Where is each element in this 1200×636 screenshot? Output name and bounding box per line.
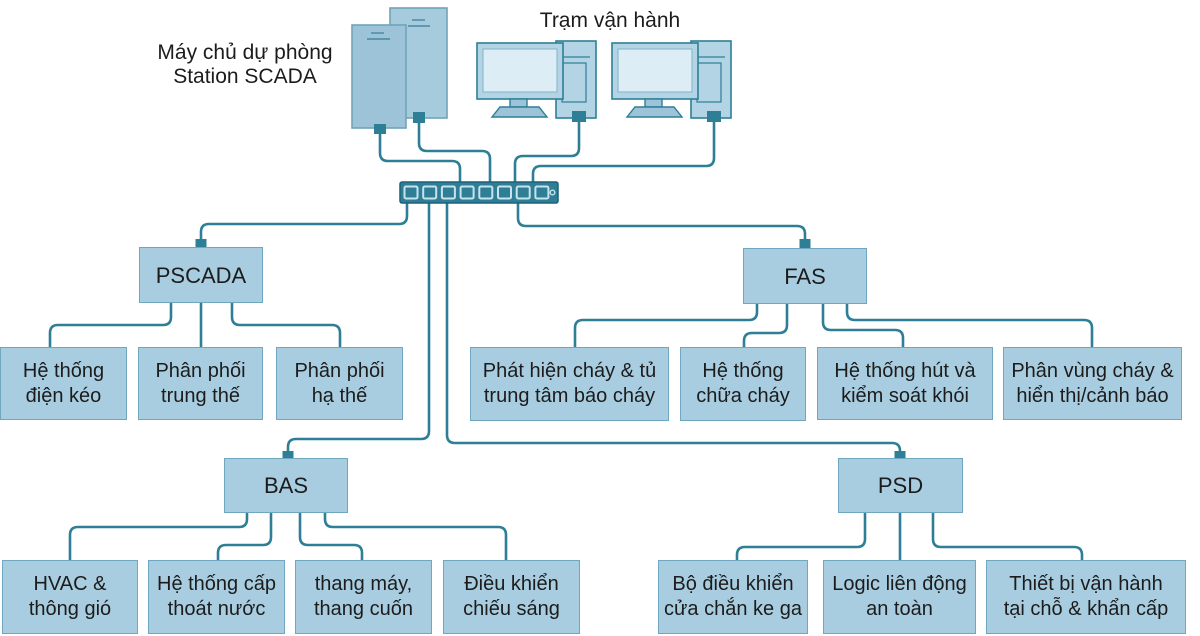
network-switch-icon [399,181,559,204]
wire-bas-child-3 [323,513,508,560]
node-psd: PSD [838,458,963,513]
psd-top-port [894,451,906,460]
workstation1-port [572,111,586,122]
node-fas-child-0: Phát hiện cháy & tủ trung tâm báo cháy [470,347,669,421]
server-front-port [374,124,386,134]
wire-fas-child-1 [742,304,789,347]
wire-bas-child-2 [298,513,364,560]
node-bas-child-3: Điều khiển chiếu sáng [443,560,580,634]
operator-station-label: Trạm vận hành [539,9,681,32]
node-fas-child-2: Hệ thống hút và kiểm soát khói [817,347,993,420]
fas-top-port [799,239,811,248]
wire-bas-child-0 [68,513,249,560]
node-bas: BAS [224,458,348,513]
wires-psd-children [735,513,1084,560]
bas-top-port [282,451,294,460]
pscada-top-port [195,239,207,248]
wire-pscada-child-2 [230,303,342,347]
workstation2-icon [611,40,732,122]
wires-pscada-children [48,303,342,347]
wires-branches [199,202,902,454]
wire-bas-child-1 [216,513,273,560]
node-psd-child-2: Thiết bị vận hành tại chỗ & khẩn cấp [986,560,1186,634]
node-bas-child-0: HVAC & thông gió [2,560,138,634]
node-pscada-child-2: Phân phối hạ thế [276,347,403,420]
wires-top [378,122,716,183]
wire-server-back-to-switch [417,123,492,183]
wires-fas-children [573,304,1094,347]
wire-switch-to-bas [286,202,431,453]
backup-server-icon [351,7,448,134]
node-fas: FAS [743,248,867,304]
wire-pscada-child-0 [48,303,173,347]
wire-switch-to-fas [516,202,807,240]
backup-server-label: Máy chủ dự phòng Station SCADA [157,41,333,88]
wire-fas-child-3 [845,304,1094,347]
wire-workstation1-to-switch [513,122,581,183]
node-bas-child-2: thang máy, thang cuốn [295,560,432,634]
wire-workstation2-to-switch [531,122,716,183]
wire-server-front-to-switch [378,134,462,183]
node-fas-child-1: Hệ thống chữa cháy [680,347,806,421]
server-back-port [413,112,425,123]
switch-led [549,189,556,196]
wire-switch-to-psd [445,202,902,454]
wires-bas-children [68,513,508,560]
node-pscada: PSCADA [139,247,263,303]
node-bas-child-1: Hệ thống cấp thoát nước [148,560,285,634]
workstation2-port [707,111,721,122]
node-pscada-child-1: Phân phối trung thế [138,347,263,420]
branch-connectors [195,239,906,460]
wire-switch-to-pscada [199,202,409,240]
wire-fas-child-0 [573,304,759,347]
wire-fas-child-2 [821,304,905,347]
node-psd-child-0: Bộ điều khiển cửa chắn ke ga [658,560,808,634]
node-psd-child-1: Logic liên động an toàn [823,560,976,634]
node-fas-child-3: Phân vùng cháy & hiển thị/cảnh báo [1003,347,1182,420]
wire-psd-child-0 [735,513,867,560]
workstation1-icon [476,40,597,122]
node-pscada-child-0: Hệ thống điện kéo [0,347,127,420]
wire-psd-child-2 [931,513,1084,560]
